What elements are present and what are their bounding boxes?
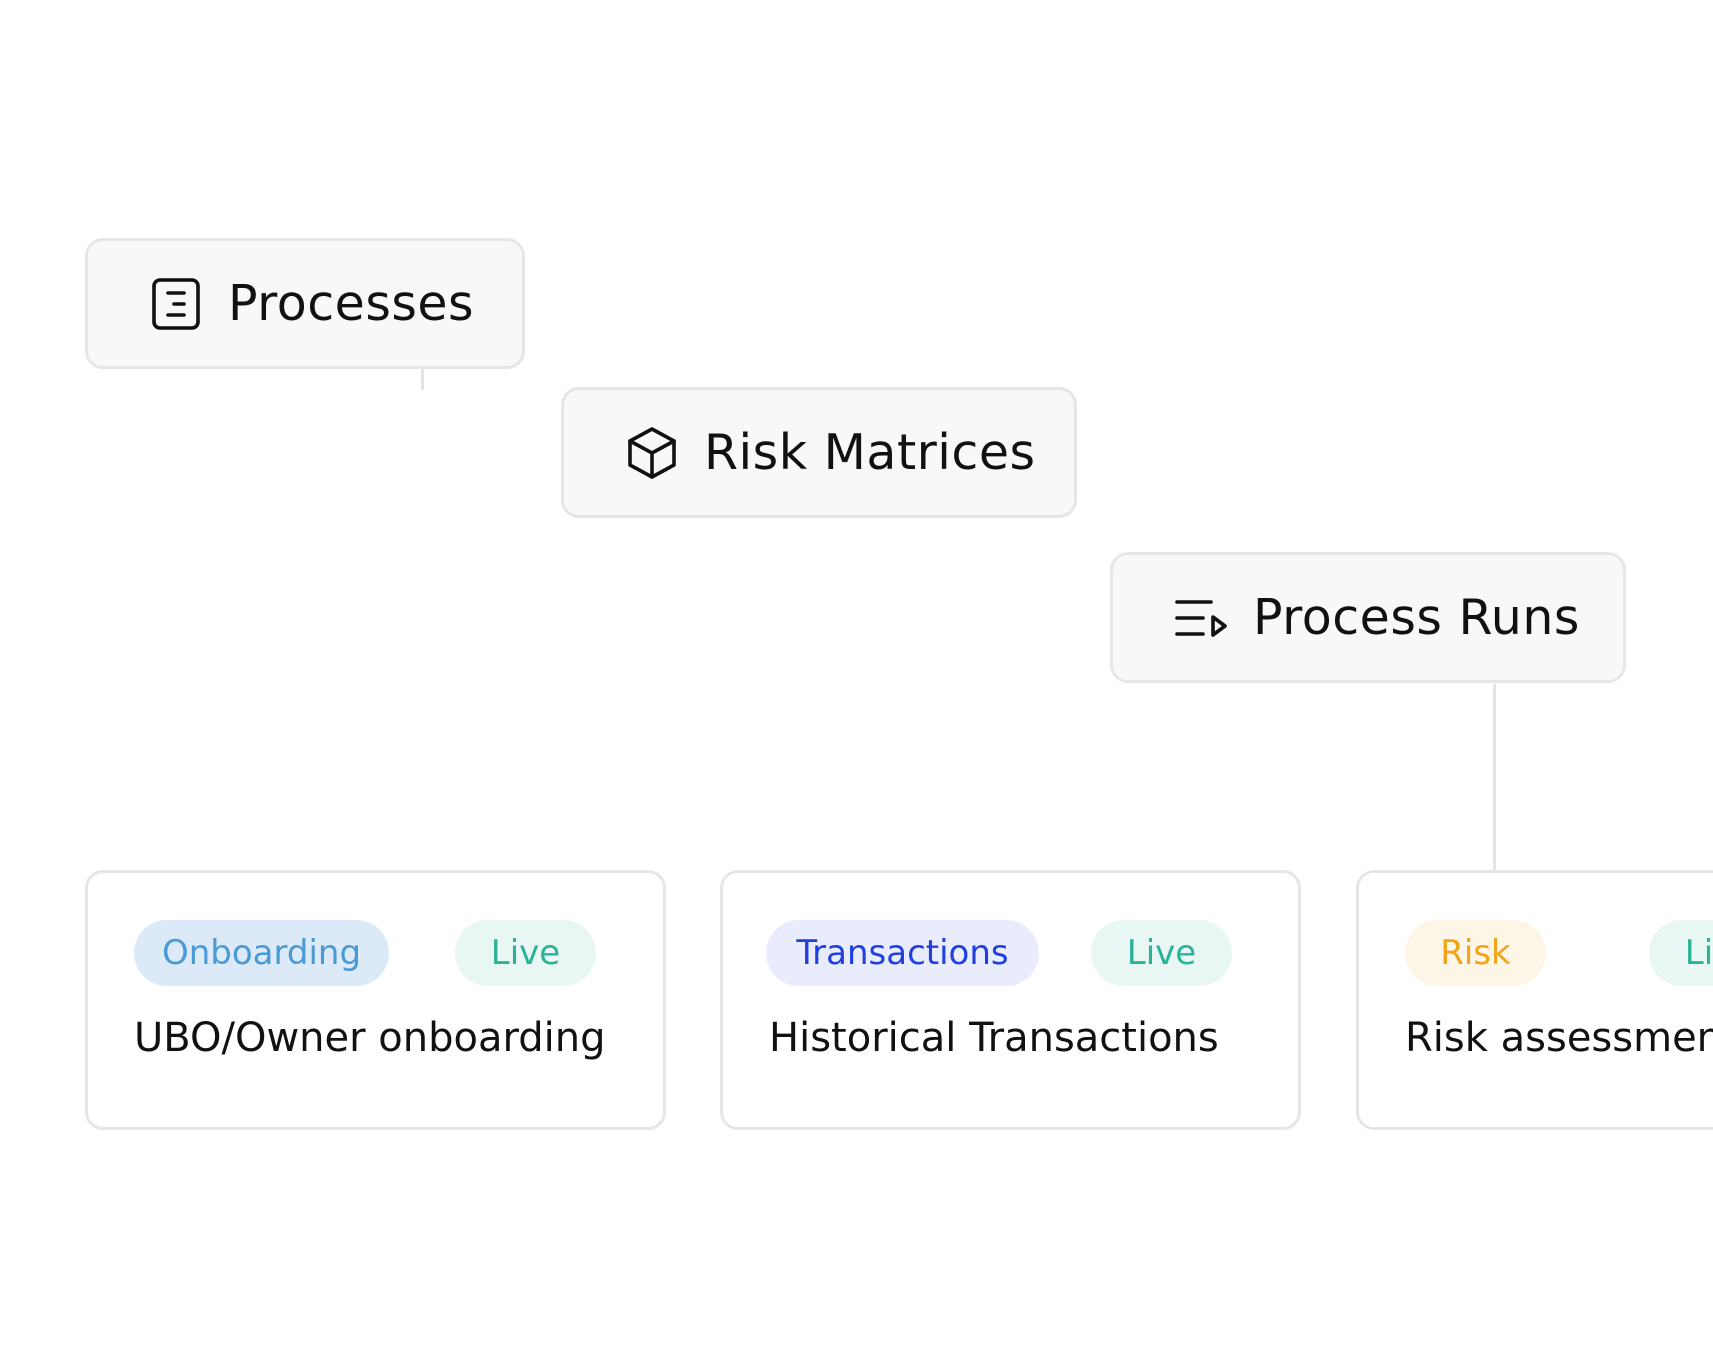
run-card-onboarding[interactable]: Onboarding Live UBO/Owner onboarding: [85, 870, 666, 1130]
playlist-play-icon: [1173, 590, 1229, 646]
run-title: Historical Transactions: [769, 1015, 1219, 1061]
run-title: Risk assessment: [1405, 1015, 1713, 1061]
status-badge: Live: [1649, 920, 1713, 986]
processes-card[interactable]: Processes: [85, 238, 525, 369]
status-badge: Live: [1091, 920, 1232, 986]
cube-icon: [624, 425, 680, 481]
run-card-transactions[interactable]: Transactions Live Historical Transaction…: [720, 870, 1301, 1130]
risk-matrices-card[interactable]: Risk Matrices: [561, 387, 1077, 518]
processes-label: Processes: [228, 275, 475, 332]
process-runs-card[interactable]: Process Runs: [1110, 552, 1626, 683]
category-badge: Onboarding: [134, 920, 389, 986]
category-badge: Risk: [1405, 920, 1546, 986]
run-title: UBO/Owner onboarding: [134, 1015, 606, 1061]
risk-matrices-label: Risk Matrices: [704, 424, 1036, 481]
status-badge: Live: [455, 920, 596, 986]
connector-processes-risk: [421, 368, 424, 390]
list-document-icon: [148, 276, 204, 332]
category-badge: Transactions: [766, 920, 1039, 986]
run-card-risk[interactable]: Risk Live Risk assessment: [1356, 870, 1713, 1130]
process-runs-label: Process Runs: [1253, 589, 1580, 646]
connector-runs-list: [1493, 684, 1496, 872]
